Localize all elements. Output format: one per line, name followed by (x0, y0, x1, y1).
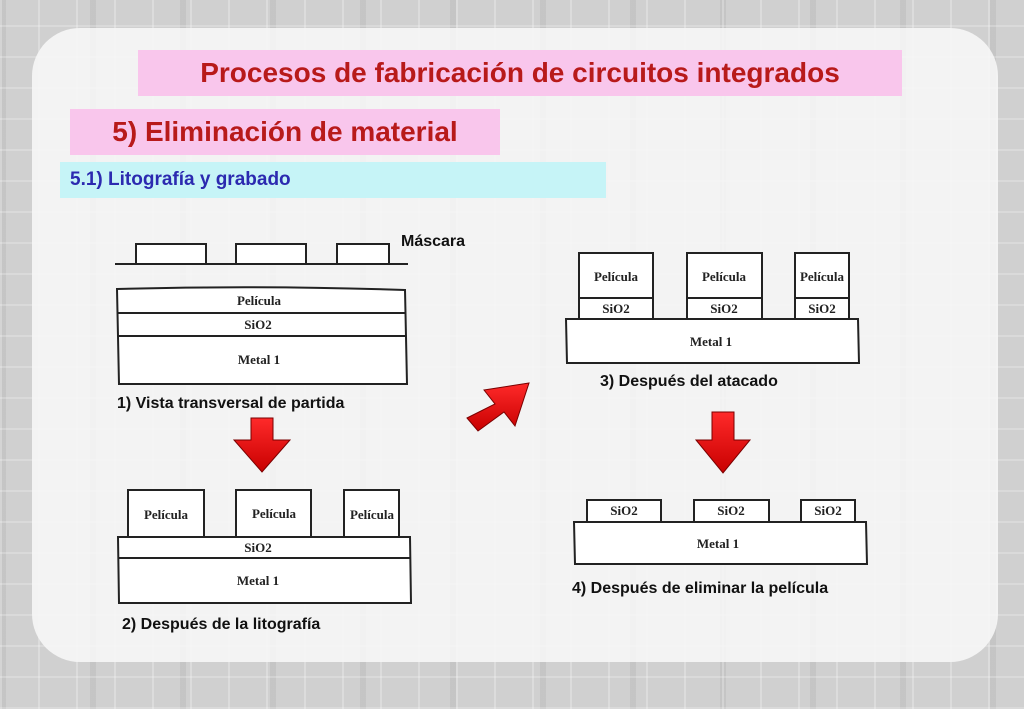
step2-cross-section (116, 489, 413, 604)
layer-label-pelicula: Película (350, 507, 395, 522)
layer-label-sio2: SiO2 (244, 317, 271, 332)
layer-label-sio2: SiO2 (814, 503, 841, 518)
layer-label-pelicula: Película (144, 507, 189, 522)
step2-caption: 2) Después de la litografía (122, 616, 321, 633)
mask-label: Máscara (401, 233, 466, 250)
metal-layer (564, 318, 861, 364)
step4-caption: 4) Después de eliminar la película (572, 580, 829, 597)
layer-label-metal: Metal 1 (690, 334, 732, 349)
layer-label-sio2: SiO2 (602, 301, 629, 316)
layer-label-pelicula: Película (252, 506, 297, 521)
stack-outline (116, 536, 413, 604)
arrow-down-icon (694, 411, 752, 474)
layer-label-sio2: SiO2 (717, 503, 744, 518)
layer-label-sio2: SiO2 (808, 301, 835, 316)
layer-label-pelicula: Película (594, 269, 639, 284)
pelicula-block (343, 489, 400, 538)
section-heading: 5.1) Litografía y grabado (60, 162, 606, 198)
mask-block (135, 243, 207, 265)
layer-label-metal: Metal 1 (697, 536, 739, 551)
page-title: Procesos de fabricación de circuitos int… (138, 50, 902, 96)
mask-block (336, 243, 390, 265)
layer-label-pelicula: Película (800, 269, 845, 284)
step3-caption: 3) Después del atacado (600, 373, 778, 390)
arrow-down-icon (232, 417, 292, 473)
layer-label-metal: Metal 1 (238, 352, 280, 367)
layer-label-sio2: SiO2 (244, 540, 271, 555)
layer-label-sio2: SiO2 (710, 301, 737, 316)
page-subtitle: 5) Eliminación de material (70, 109, 500, 155)
mask-block (235, 243, 307, 265)
layer-label-pelicula: Película (237, 293, 282, 308)
layer-label-metal: Metal 1 (237, 573, 279, 588)
step4-cross-section (572, 499, 869, 565)
metal-layer (572, 521, 869, 565)
arrow-diagonal-icon (466, 382, 530, 432)
step1-cross-section (115, 243, 409, 385)
step1-caption: 1) Vista transversal de partida (117, 395, 345, 412)
pelicula-block (235, 489, 312, 538)
pelicula-block (794, 252, 850, 299)
layer-label-sio2: SiO2 (610, 503, 637, 518)
pelicula-block (686, 252, 763, 299)
step3-cross-section (564, 252, 861, 364)
layer-label-pelicula: Película (702, 269, 747, 284)
